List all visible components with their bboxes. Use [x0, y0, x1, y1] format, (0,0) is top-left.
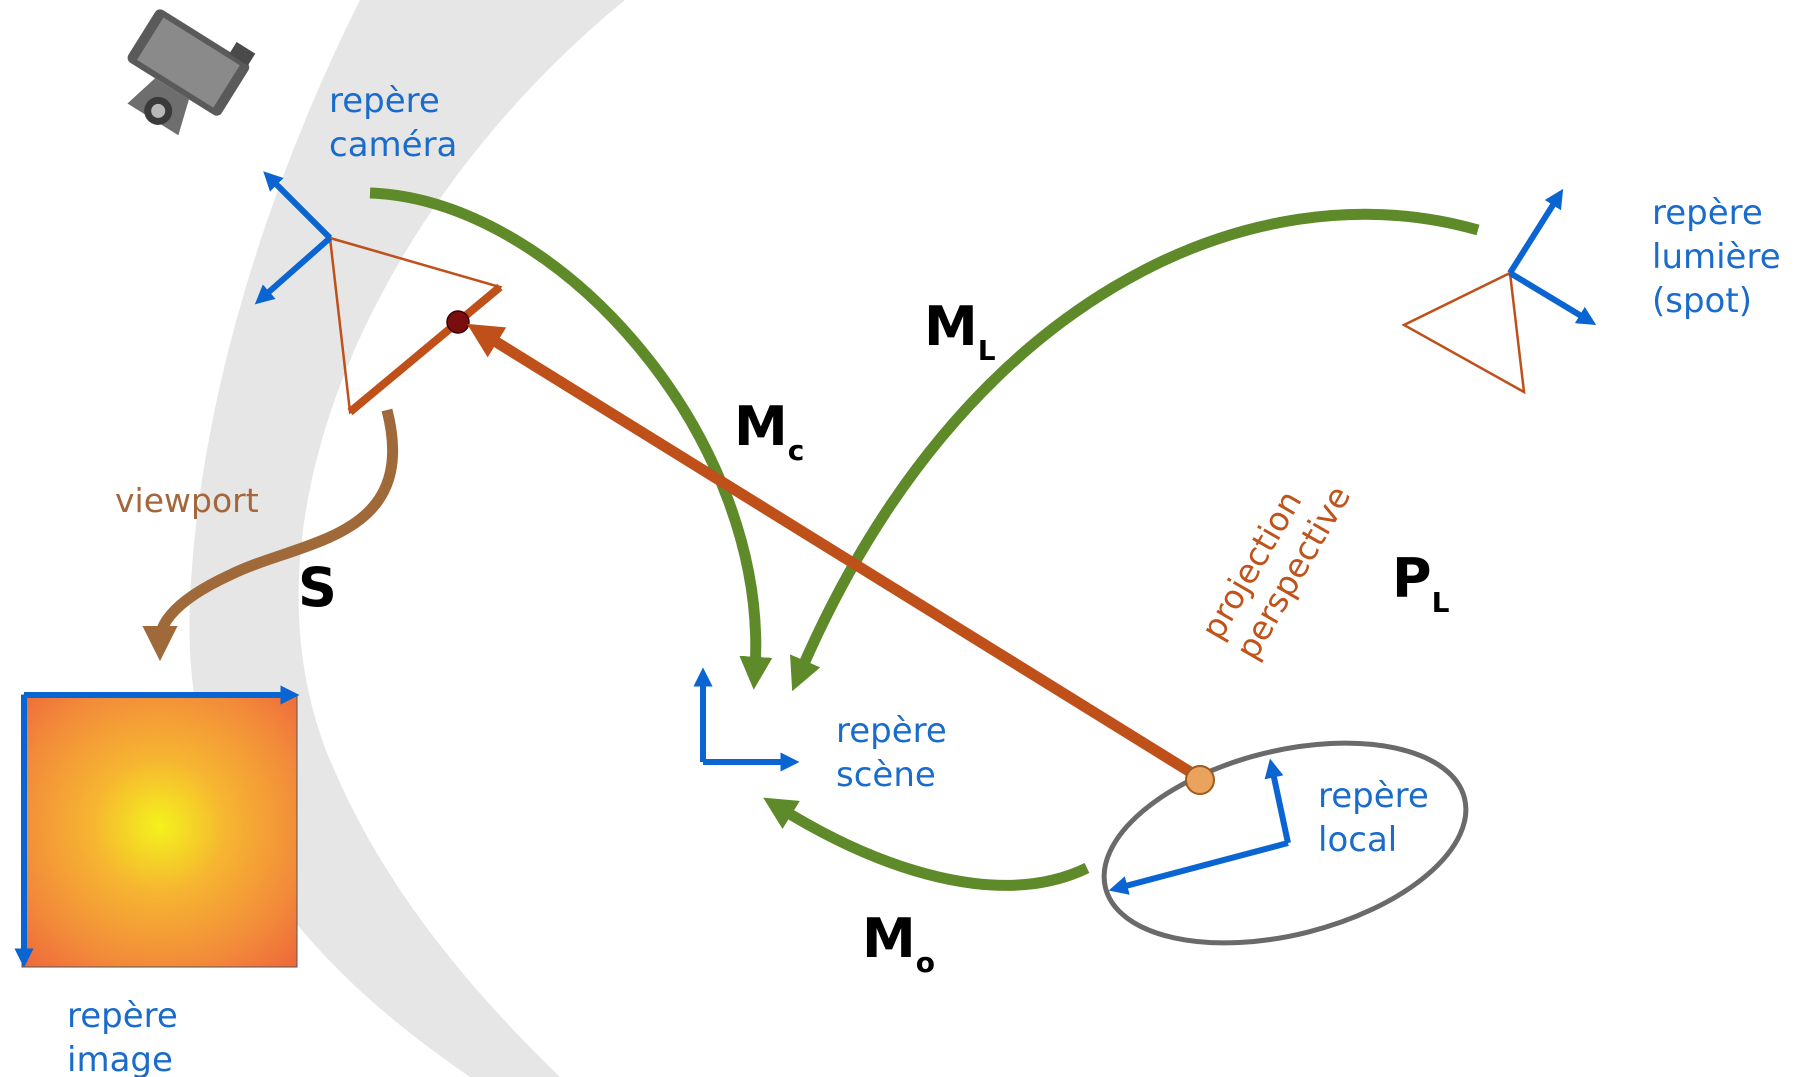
local-axes: [1108, 758, 1291, 895]
light-frustum: [1401, 271, 1526, 395]
viewport-arrow: [142, 408, 399, 662]
transform-Mo: Mo: [862, 907, 935, 979]
transform-Mc: Mc: [734, 395, 804, 467]
object-point: [1185, 765, 1215, 795]
arrow-Mo: [763, 797, 1090, 891]
camera-axes: [254, 171, 333, 305]
green-transform-arrows: [369, 187, 1480, 891]
scene-axes: [693, 667, 800, 772]
camera-frustum: [328, 236, 503, 416]
transform-S: S: [298, 556, 337, 619]
transform-ML: ML: [924, 295, 996, 367]
arrow-Mc: [369, 187, 773, 690]
transform-PL: PL: [1392, 547, 1450, 619]
image-square: [21, 694, 298, 968]
image-frame-label: repère image: [67, 996, 189, 1077]
local-frame-label: repère local: [1318, 776, 1440, 860]
camera-frame-label: repère caméra: [329, 81, 457, 165]
light-frame-label: repère lumière (spot): [1652, 193, 1791, 321]
projection-label: projection perspective: [1193, 459, 1358, 666]
camera-icon: [127, 9, 256, 136]
image-axes: [14, 685, 300, 968]
light-axes: [1507, 188, 1597, 325]
arrow-ML: [790, 208, 1480, 692]
scene-frame-label: repère scène: [836, 711, 958, 795]
projected-point: [446, 310, 470, 334]
viewport-label: viewport: [115, 481, 259, 520]
local-object-ellipse: [1101, 740, 1469, 946]
projection-arrow: [467, 323, 1203, 783]
